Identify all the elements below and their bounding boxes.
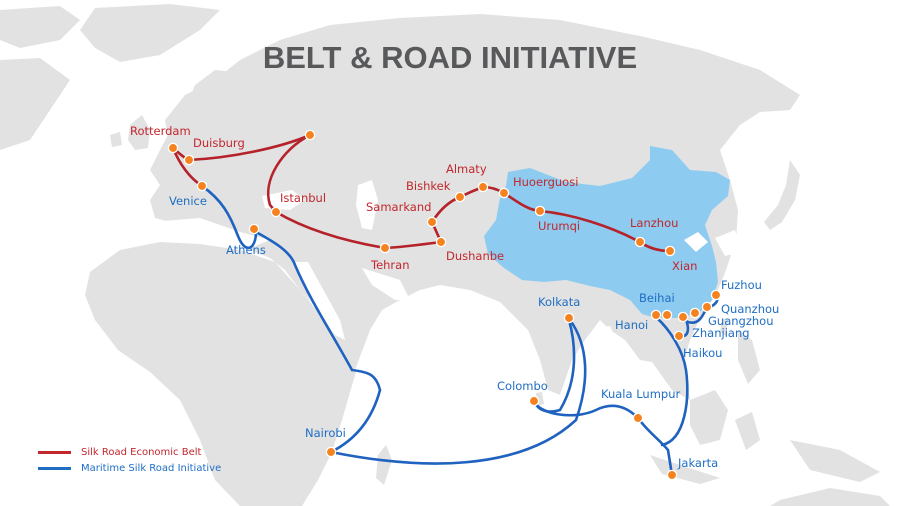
node-samarkand[interactable] xyxy=(426,216,438,228)
legend-item-maritime: Maritime Silk Road Initiative xyxy=(38,460,221,476)
label-haikou: Haikou xyxy=(683,346,723,360)
label-xian: Xian xyxy=(672,259,698,273)
node-fuzhou[interactable] xyxy=(710,289,722,301)
label-urumqi: Urumqi xyxy=(538,219,581,233)
label-tehran: Tehran xyxy=(371,258,410,272)
node-zhanjiang[interactable] xyxy=(677,311,689,323)
label-beihai: Beihai xyxy=(639,291,675,305)
label-samarkand: Samarkand xyxy=(366,200,432,214)
node-moscow[interactable] xyxy=(304,129,316,141)
label-hanoi: Hanoi xyxy=(615,318,649,332)
legend-blue-line-swatch xyxy=(38,466,71,470)
label-rotterdam: Rotterdam xyxy=(130,124,191,138)
node-jakarta[interactable] xyxy=(666,469,678,481)
page-title: BELT & ROAD INITIATIVE xyxy=(262,40,638,75)
node-guangzhou[interactable] xyxy=(689,307,701,319)
label-athens: Athens xyxy=(226,243,266,257)
node-quanzhou[interactable] xyxy=(701,301,713,313)
label-istanbul: Istanbul xyxy=(280,191,327,205)
label-duisburg: Duisburg xyxy=(193,136,245,150)
node-dushanbe[interactable] xyxy=(435,236,447,248)
map-legend: Silk Road Economic Belt Maritime Silk Ro… xyxy=(38,444,221,476)
node-hanoi[interactable] xyxy=(650,309,662,321)
legend-red-line-swatch xyxy=(38,450,71,454)
route-nodes xyxy=(167,129,722,481)
node-kolkata[interactable] xyxy=(563,312,575,324)
label-guangzhou: Guangzhou xyxy=(708,314,774,328)
label-colombo: Colombo xyxy=(497,379,548,393)
node-nairobi[interactable] xyxy=(325,446,337,458)
china-region xyxy=(484,146,730,318)
node-rotterdam[interactable] xyxy=(167,142,179,154)
legend-item-silk-road: Silk Road Economic Belt xyxy=(38,444,221,460)
node-bishkek[interactable] xyxy=(454,191,466,203)
node-tehran[interactable] xyxy=(379,242,391,254)
node-urumqi[interactable] xyxy=(534,205,546,217)
label-almaty: Almaty xyxy=(446,162,487,176)
node-kuala-lumpur[interactable] xyxy=(632,412,644,424)
node-istanbul[interactable] xyxy=(270,206,282,218)
label-huoerguosi: Huoerguosi xyxy=(513,175,579,189)
label-venice: Venice xyxy=(169,194,207,208)
label-bishkek: Bishkek xyxy=(406,179,451,193)
node-almaty[interactable] xyxy=(477,181,489,193)
label-kolkata: Kolkata xyxy=(538,295,581,309)
node-xian[interactable] xyxy=(664,245,676,257)
node-beihai[interactable] xyxy=(661,309,673,321)
node-venice[interactable] xyxy=(196,180,208,192)
label-fuzhou: Fuzhou xyxy=(721,278,762,292)
node-haikou[interactable] xyxy=(673,330,685,342)
label-zhanjiang: Zhanjiang xyxy=(692,326,750,340)
label-nairobi: Nairobi xyxy=(305,426,346,440)
bohai-sea xyxy=(684,232,708,252)
label-dushanbe: Dushanbe xyxy=(446,249,505,263)
land-masses xyxy=(0,4,890,506)
node-lanzhou[interactable] xyxy=(634,236,646,248)
label-quanzhou: Quanzhou xyxy=(721,302,780,316)
node-huoerguosi[interactable] xyxy=(498,187,510,199)
legend-label: Silk Road Economic Belt xyxy=(81,446,202,458)
label-lanzhou: Lanzhou xyxy=(630,216,679,230)
node-athens[interactable] xyxy=(248,223,260,235)
label-kuala-lumpur: Kuala Lumpur xyxy=(601,387,681,401)
node-duisburg[interactable] xyxy=(183,154,195,166)
node-colombo[interactable] xyxy=(528,395,540,407)
label-jakarta: Jakarta xyxy=(678,456,719,470)
legend-label: Maritime Silk Road Initiative xyxy=(81,462,222,474)
